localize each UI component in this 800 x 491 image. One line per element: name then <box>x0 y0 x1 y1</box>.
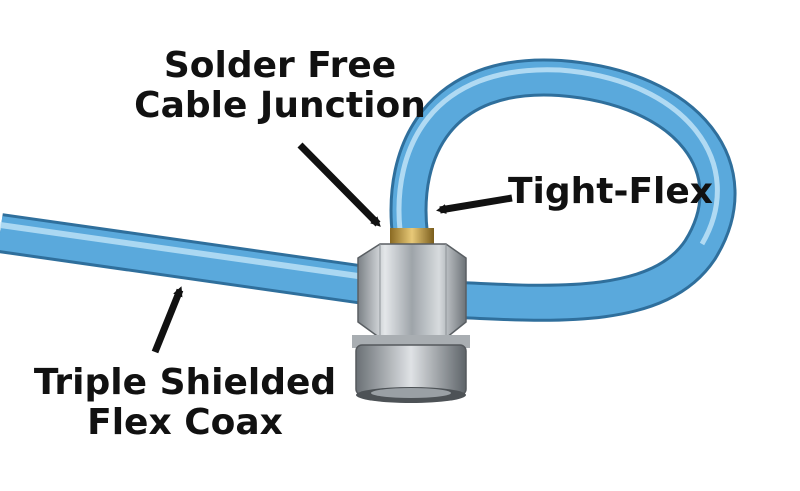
triple-shielded-label-line2: Flex Coax <box>87 402 283 443</box>
flex-coax-cable <box>0 213 368 305</box>
solder-free-label-line1: Solder Free <box>163 45 397 86</box>
tight-flex-loop <box>389 58 737 322</box>
solder-free-label-line2: Cable Junction <box>134 85 426 126</box>
solder-free-label: Solder Free Cable Junction <box>130 46 430 126</box>
tight-flex-arrow <box>436 194 513 214</box>
tight-flex-label: Tight-Flex <box>508 171 714 212</box>
solder-free-arrow <box>297 142 381 227</box>
triple-shielded-label-line1: Triple Shielded <box>33 362 337 403</box>
flex-coax-arrow <box>151 286 184 354</box>
sma-connector <box>352 228 470 403</box>
triple-shielded-label: Triple Shielded Flex Coax <box>20 363 350 443</box>
